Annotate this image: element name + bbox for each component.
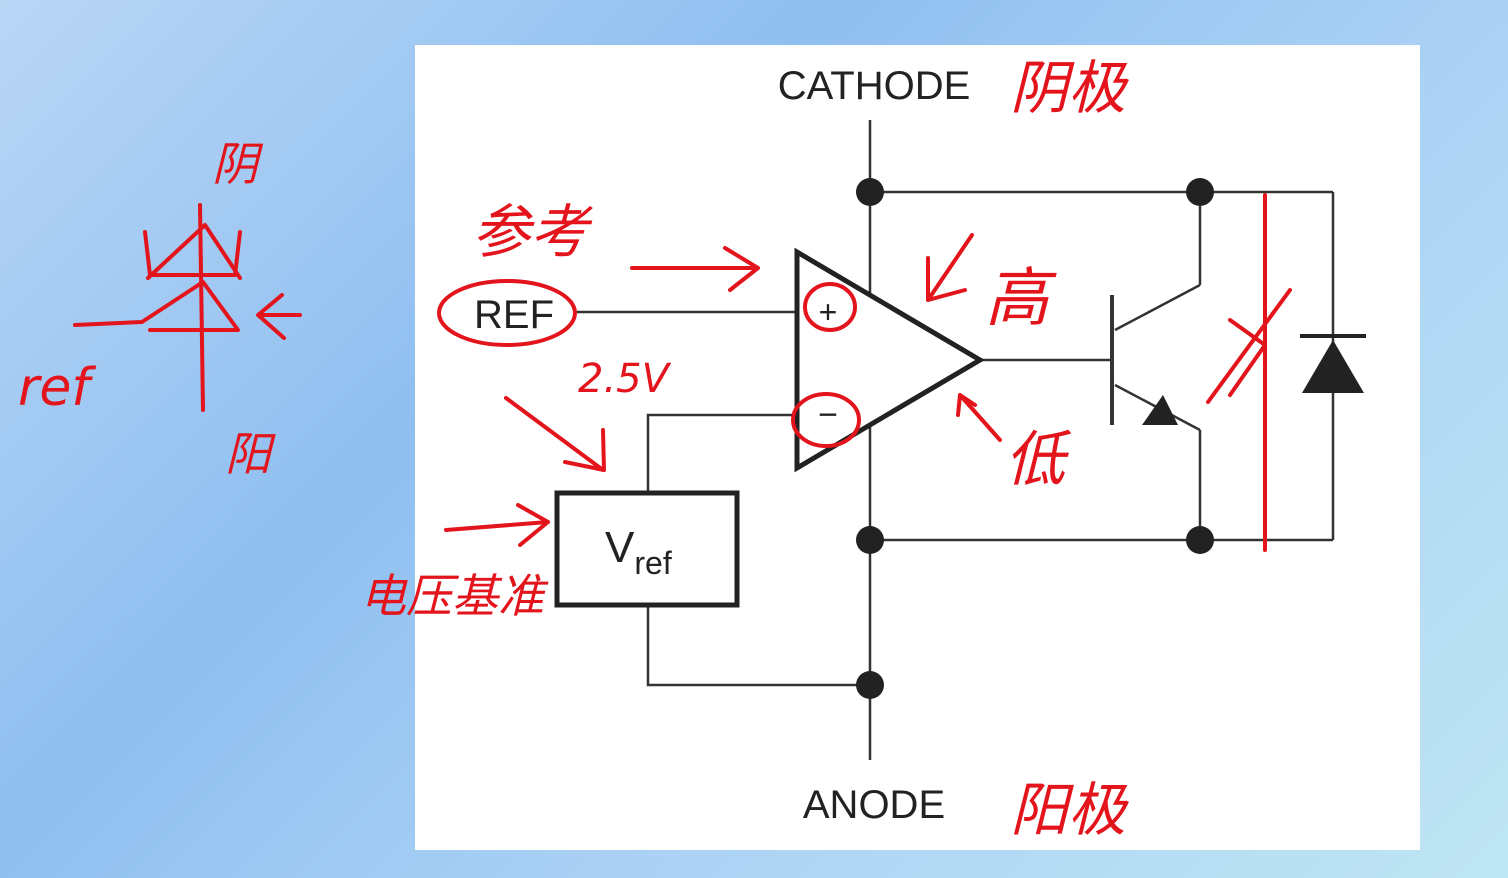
collector-diag <box>1114 283 1201 332</box>
vref-label-main: V <box>605 523 635 572</box>
emitter-arrow <box>1142 395 1178 425</box>
v25-annotation: 2.5V <box>578 356 672 402</box>
opamp-triangle <box>794 247 985 473</box>
minus-wire <box>646 413 797 493</box>
diode-triangle <box>1302 340 1364 393</box>
cathode-annotation: 阴极 <box>1010 54 1129 122</box>
voltage-ref-annotation: 电压基准 <box>360 569 549 623</box>
ref-circle <box>437 279 577 347</box>
junction-dot <box>1186 526 1214 554</box>
high-arrow <box>926 233 974 302</box>
anode-annotation: 阳极 <box>1010 776 1129 844</box>
vref-box <box>554 490 740 608</box>
anode-label: ANODE <box>803 783 945 827</box>
diagram-panel <box>415 45 1420 850</box>
vref-label: Vref <box>605 523 672 581</box>
symbol-top-annotation: 阴 <box>212 137 264 191</box>
minus-circle <box>791 392 861 448</box>
junction-dot <box>856 671 884 699</box>
zener-sketch <box>1206 193 1292 552</box>
low-annotation: 低 <box>1005 425 1072 495</box>
vref-label-sub: ref <box>634 545 671 581</box>
vref-return-wire <box>646 605 870 687</box>
v25-arrow <box>504 396 606 472</box>
reference-annotation: 参考 <box>472 198 593 266</box>
ref-label: REF <box>474 293 554 337</box>
minus-label: − <box>818 396 838 434</box>
circuit <box>554 120 1366 760</box>
symbol-sketch <box>73 203 302 412</box>
ref-arrow <box>630 246 760 292</box>
symbol-ref-annotation: ref <box>18 358 96 418</box>
symbol-bottom-annotation: 阳 <box>225 427 276 481</box>
junction-dot <box>856 178 884 206</box>
annotations: 阴极 阳极 参考 2.5V 电压基准 高 低 阴 阳 ref <box>18 54 1292 844</box>
high-annotation: 高 <box>985 262 1057 336</box>
junction-dot <box>1186 178 1214 206</box>
vref-arrow <box>444 503 550 547</box>
cathode-label: CATHODE <box>778 64 971 108</box>
plus-label: + <box>819 294 838 330</box>
low-arrow <box>956 393 1002 442</box>
junction-dot <box>856 526 884 554</box>
plus-circle <box>803 282 857 332</box>
